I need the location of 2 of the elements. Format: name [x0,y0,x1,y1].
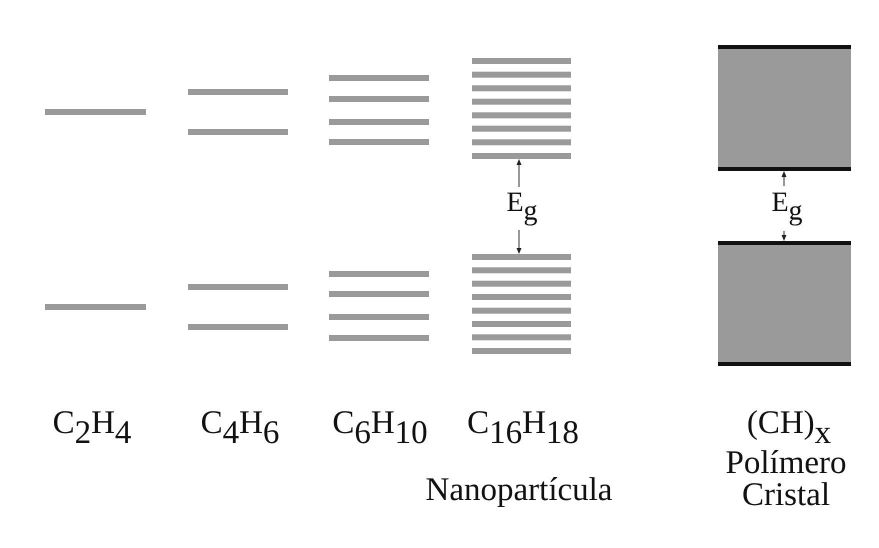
caption-label: Nanopartícula [426,472,612,510]
caption-label: Polímero Cristal [726,447,846,511]
